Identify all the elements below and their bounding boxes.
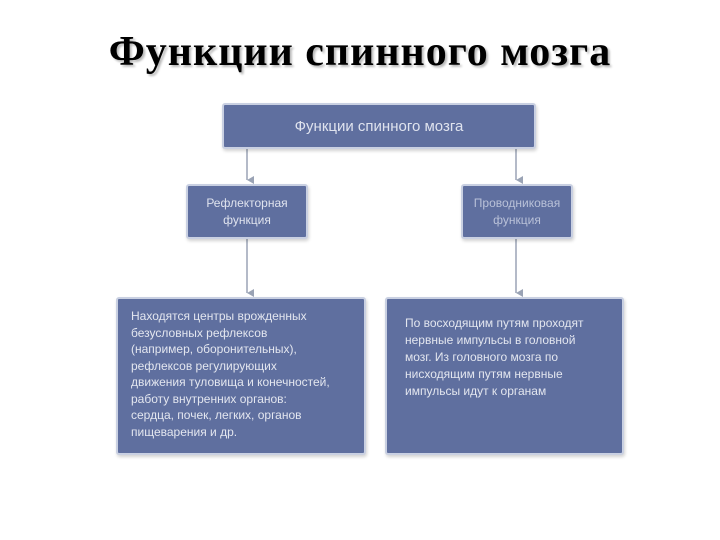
conduction-description-line: импульсы идут к органам [405, 384, 547, 398]
reflex-description-line: Находятся центры врожденных [131, 309, 307, 323]
conduction-description-box: По восходящим путям проходят нервные имп… [385, 297, 624, 455]
root-node-box: Функции спинного мозга [222, 103, 536, 149]
reflex-description-line: рефлексов регулирующих [131, 358, 277, 373]
reflex-function-label: Рефлекторная функция [206, 195, 287, 229]
conduction-label-line: функция [493, 212, 541, 227]
reflex-label-line: Рефлекторная [206, 195, 288, 210]
conduction-description-line: мозг. Из головного мозга по [405, 350, 559, 364]
conduction-function-label: Проводниковая функция [474, 195, 560, 229]
slide-title: Функции спинного мозга [108, 29, 612, 75]
reflex-description-box: Находятся центры врожденных безусловных … [116, 297, 366, 455]
reflex-description-line: сердца, почек, легких, органов [131, 408, 302, 422]
reflex-description-line: безусловных рефлексов [131, 325, 268, 340]
conduction-function-box: Проводниковая функция [461, 184, 573, 239]
conduction-description-line: нисходящим путям нервные [405, 367, 563, 381]
reflex-description-line: пищеварения и др. [131, 424, 238, 439]
reflex-function-box: Рефлекторная функция [186, 184, 308, 239]
reflex-description-line: работу внутренних органов: [131, 391, 287, 406]
conduction-description-line: нервные импульсы в головной [405, 333, 576, 347]
conduction-description-line: По восходящим путям проходят [405, 316, 584, 330]
reflex-description-line: (например, оборонительных), [131, 342, 297, 356]
reflex-label-line: функция [223, 212, 271, 227]
reflex-description-line: движения туловища и конечностей, [131, 375, 330, 389]
root-node-label: Функции спинного мозга [294, 117, 464, 135]
conduction-label-line: Проводниковая [473, 195, 561, 210]
